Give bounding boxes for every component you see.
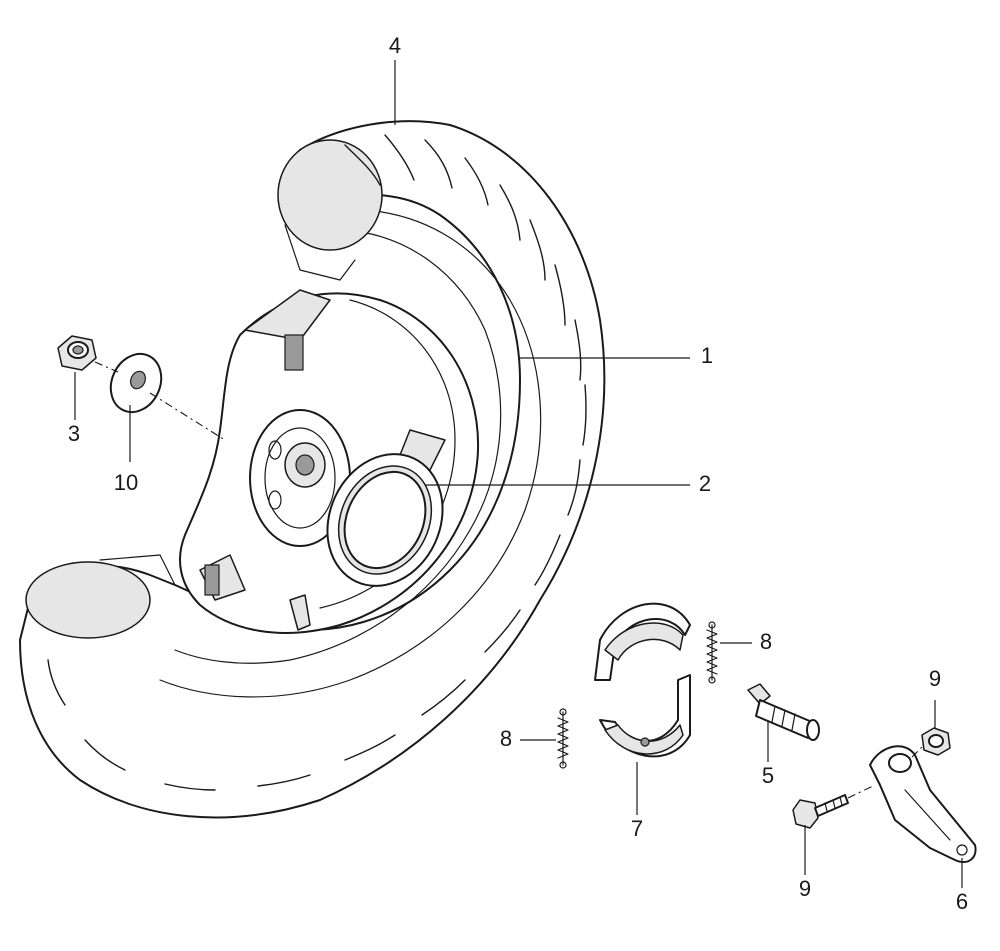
callout-nut: 3 [68,421,80,446]
brake-cam-part-5 [747,683,820,741]
rim-slot [284,334,304,371]
callout-seal: 2 [699,471,711,496]
wheel-rim-part-1 [179,289,480,634]
brake-arm-part-6 [869,745,977,864]
rim-valve [289,594,311,631]
axis-line [911,744,925,758]
callout-brake-cam: 5 [762,763,774,788]
tire-part-4 [19,120,606,819]
tire-bottom-opening [25,561,151,639]
nut-part-3 [57,335,97,371]
axis-line [847,784,876,799]
callout-spring-lower: 8 [500,726,512,751]
brake-shoes-part-7 [594,602,691,758]
tire-top-opening [277,139,383,251]
axis-line [149,392,226,441]
spring-part-8-lower [557,708,569,769]
callout-spring-upper: 8 [760,629,772,654]
seal-ring-part-2 [326,453,444,587]
axis-line [94,361,119,373]
callout-brake-arm: 6 [956,889,968,914]
rim-slot [204,564,220,596]
bolt-part-9 [792,794,849,829]
washer-part-11 [109,352,163,414]
callout-labels: 4 1 2 3 10 8 8 7 5 9 9 6 [68,33,968,914]
callout-brake-shoes: 7 [631,816,643,841]
callout-bolt: 9 [799,876,811,901]
nut-part-10 [921,727,951,756]
callout-1-tire: 4 [389,33,401,58]
leader-lines [74,60,963,888]
callout-rim: 1 [701,343,713,368]
callout-nut-10: 9 [929,666,941,691]
callout-washer: 10 [114,470,138,495]
spring-part-8-upper [706,621,718,684]
